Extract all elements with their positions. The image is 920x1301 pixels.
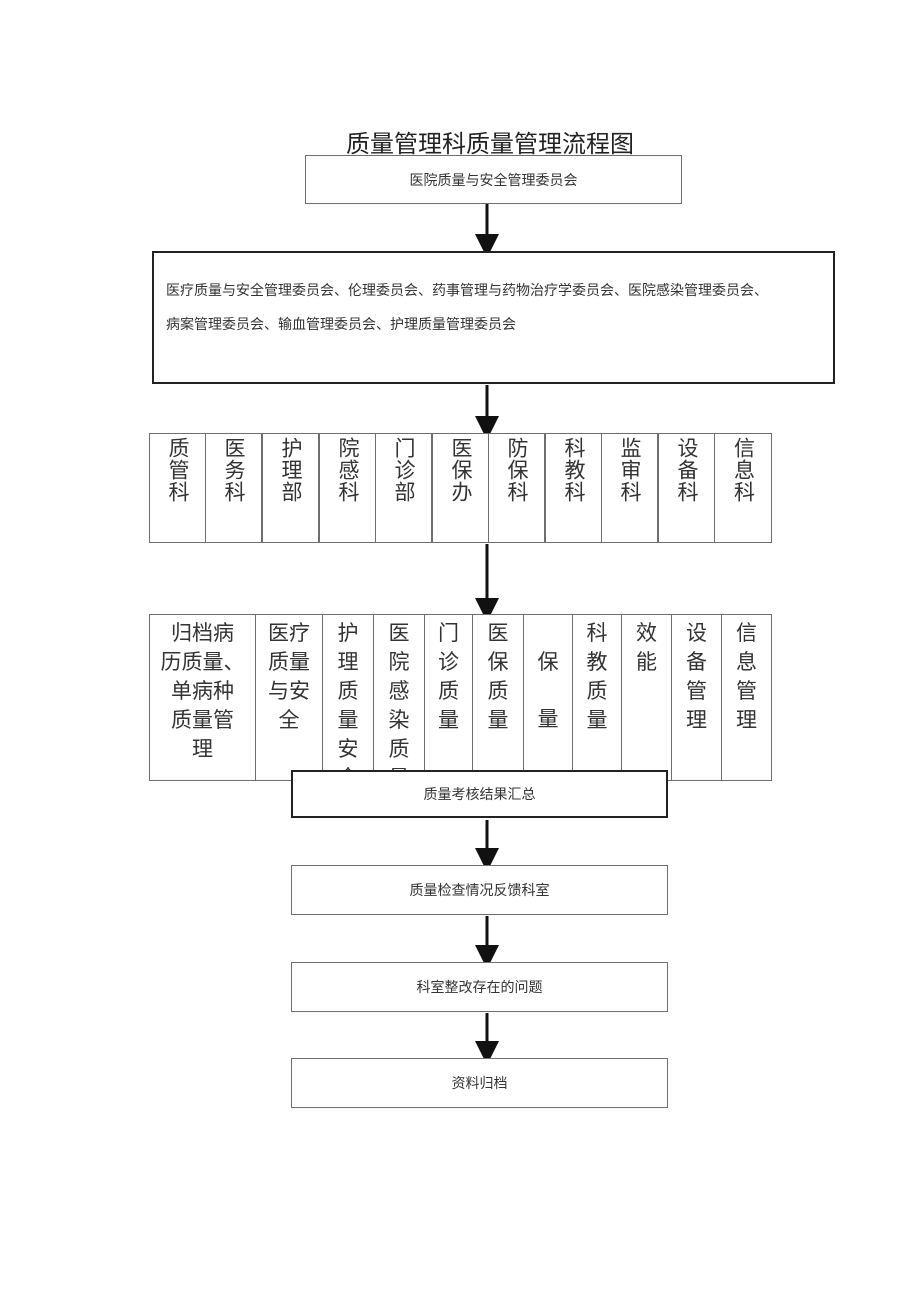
responsibility-line: 质 [487,679,509,703]
responsibility-line: 量 [537,707,559,731]
department-preventive-health: 防保科 [488,433,545,543]
step-rectify-label: 科室整改存在的问题 [416,980,543,996]
responsibility-line: 感 [388,679,410,703]
responsibility-line: 院 [388,650,410,674]
top-committee-box: 医院质量与安全管理委员会 [305,155,682,204]
step-archive-label: 资料归档 [451,1076,508,1092]
responsibility-line: 效 [636,621,657,645]
responsibility-education-quality: 科 教 质 量 [572,614,622,781]
responsibility-infection-quality: 医 院 感 染 质 量 [373,614,425,781]
committees-box: 医疗质量与安全管理委员会、伦理委员会、药事管理与药物治疗学委员会、医院感染管理委… [152,251,835,384]
responsibility-line: 与安 [268,679,310,703]
department-label: 院感科 [336,437,360,503]
responsibility-line: 管 [736,679,757,703]
responsibility-efficiency: 效 能 [621,614,672,781]
department-label: 门诊部 [392,437,416,503]
department-nursing: 护理部 [262,433,319,543]
responsibility-line: 信 [736,621,757,645]
responsibility-line: 能 [636,650,657,674]
responsibility-line: 设 [686,621,707,645]
responsibility-line: 量 [337,708,359,732]
responsibility-line: 医 [388,621,410,645]
responsibility-line: 质 [438,679,459,703]
responsibility-line: 息 [736,650,757,674]
responsibility-line: 门 [438,621,459,645]
department-information: 信息科 [714,433,772,543]
responsibility-line: 质 [586,679,608,703]
department-label: 科教科 [562,437,586,503]
committees-line-1: 医疗质量与安全管理委员会、伦理委员会、药事管理与药物治疗学委员会、医院感染管理委… [166,283,768,299]
responsibility-line: 归档病 [171,621,234,645]
department-label: 医务科 [222,437,246,503]
department-label: 信息科 [731,437,756,503]
responsibility-line: 质 [337,679,359,703]
responsibility-line: 诊 [438,650,459,674]
committees-line-2: 病案管理委员会、输血管理委员会、护理质量管理委员会 [166,317,516,333]
step-archive-box: 资料归档 [291,1058,668,1108]
responsibility-line: 质 [388,737,410,761]
responsibility-line: 医 [487,621,509,645]
responsibility-line: 备 [686,650,707,674]
top-committee-label: 医院质量与安全管理委员会 [409,172,578,189]
responsibility-medical-safety: 医疗 质量 与安 全 [255,614,323,781]
department-label: 质管科 [166,437,190,503]
responsibility-line: 量 [487,708,509,732]
department-audit: 监审科 [601,433,658,543]
responsibility-line: 量 [586,708,608,732]
department-science-education: 科教科 [545,433,602,543]
responsibility-line: 单病种 [171,679,234,703]
responsibility-archive-quality: 归档病 历质量、 单病种 质量管 理 [149,614,256,781]
step-summary-box: 质量考核结果汇总 [291,770,668,818]
responsibility-nursing-safety: 护 理 质 量 安 全 [322,614,374,781]
responsibility-line: 全 [278,708,300,732]
responsibility-line: 科 [586,621,608,645]
responsibility-insurance-quality: 医 保 质 量 [472,614,524,781]
responsibility-line: 理 [192,737,213,761]
page-title: 质量管理科质量管理流程图 [346,130,634,158]
department-label: 医保办 [449,437,473,503]
responsibility-line: 安 [337,737,359,761]
step-rectify-box: 科室整改存在的问题 [291,962,668,1012]
responsibility-line: 教 [586,650,608,674]
responsibility-line: 质量 [268,650,310,674]
department-label: 监审科 [618,437,642,503]
responsibility-line: 护 [337,621,359,645]
step-feedback-label: 质量检查情况反馈科室 [409,883,550,899]
responsibility-line: 理 [686,708,707,732]
department-label: 设备科 [675,437,699,503]
responsibility-line: 质量管 [171,708,234,732]
responsibility-line: 量 [438,708,459,732]
responsibility-equipment-management: 设 备 管 理 [671,614,722,781]
responsibility-line: 染 [388,708,410,732]
responsibility-line: 历质量、 [160,650,245,674]
department-infection-control: 院感科 [319,433,376,543]
responsibility-line: 保 [487,650,509,674]
responsibility-outpatient-quality: 门 诊 质 量 [424,614,473,781]
step-summary-label: 质量考核结果汇总 [423,787,536,803]
department-quality-control: 质管科 [149,433,206,543]
responsibility-line: 管 [686,679,707,703]
department-outpatient: 门诊部 [375,433,432,543]
department-label: 护理部 [279,437,303,503]
responsibility-line: 医疗 [268,621,310,645]
department-equipment: 设备科 [658,433,715,543]
responsibility-information-management: 信 息 管 理 [721,614,772,781]
responsibility-line: 理 [337,650,359,674]
department-insurance: 医保办 [432,433,489,543]
responsibility-line: 保 [537,650,559,674]
department-label: 防保科 [505,437,529,503]
department-medical-affairs: 医务科 [205,433,262,543]
responsibility-preventive: 保 量 [523,614,573,781]
step-feedback-box: 质量检查情况反馈科室 [291,865,668,915]
responsibility-line: 理 [736,708,757,732]
